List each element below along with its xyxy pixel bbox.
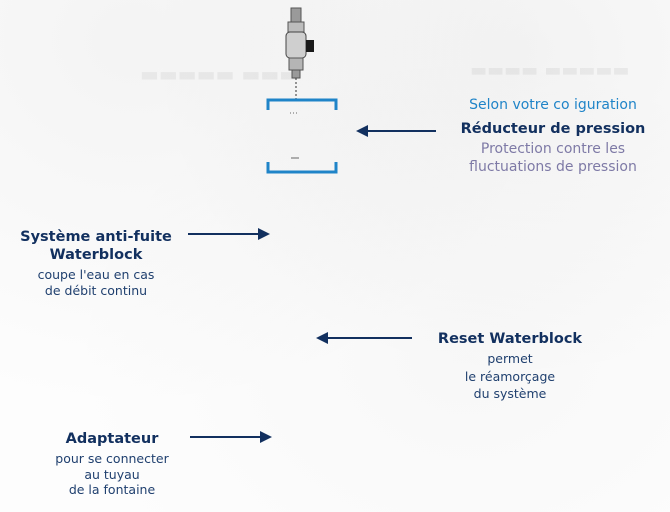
adaptateur-arrow-icon (190, 431, 272, 443)
anti-fuite-title-line1: Système anti-fuite (20, 229, 172, 245)
anti-fuite-arrow-icon (188, 228, 270, 240)
reducer-bracket-top (266, 98, 338, 110)
reducer-bracket-bottom (266, 162, 338, 174)
reset-desc-line2: le réamorçage (464, 368, 556, 384)
reset-arrow-icon (316, 332, 412, 344)
reducteur-desc-line1: Protection contre les (480, 141, 626, 158)
valve-handle (306, 40, 314, 52)
reducteur-arrow-icon (356, 125, 436, 137)
reset-title: Reset Waterblock (437, 331, 583, 347)
adaptateur-title: Adaptateur (65, 431, 159, 447)
valve-lower-nut (288, 57, 304, 71)
adaptateur-desc-line1: pour se connecter (55, 451, 169, 467)
anti-fuite-desc-line1: coupe l'eau en cas (37, 267, 155, 283)
valve-nut (287, 21, 305, 33)
adaptateur-desc-line3: de la fontaine (68, 482, 156, 498)
reducer-marks (290, 112, 299, 159)
anti-fuite-callout: Système anti-fuite Waterblock coupe l'ea… (0, 228, 192, 299)
valve-top-stem (290, 7, 302, 23)
adaptateur-callout: Adaptateur pour se connecter au tuyau de… (36, 430, 188, 498)
bleed-through-right: ▬▬▬▬ ▬▬▬▬▬ (470, 60, 630, 81)
reset-callout: Reset Waterblock permet le réamorçage du… (412, 330, 608, 402)
reset-desc-line1: permet (487, 351, 533, 367)
anti-fuite-desc-line2: de débit continu (44, 282, 148, 298)
reset-desc-line3: du système (473, 386, 547, 402)
valve-bottom-thread (291, 69, 301, 79)
reducteur-title: Réducteur de pression (460, 121, 646, 137)
configuration-label: Selon votre co iguration (469, 97, 637, 113)
valve-device-icon (285, 7, 314, 100)
reducteur-desc-line2: fluctuations de pression (469, 158, 637, 175)
adaptateur-desc-line2: au tuyau (84, 466, 140, 482)
reducteur-callout: Réducteur de pression Protection contre … (436, 120, 670, 176)
bleed-through-left: ▬▬▬▬▬ ▬▬▬ (140, 62, 299, 86)
anti-fuite-title-line2: Waterblock (49, 247, 143, 264)
valve-body (285, 31, 307, 59)
